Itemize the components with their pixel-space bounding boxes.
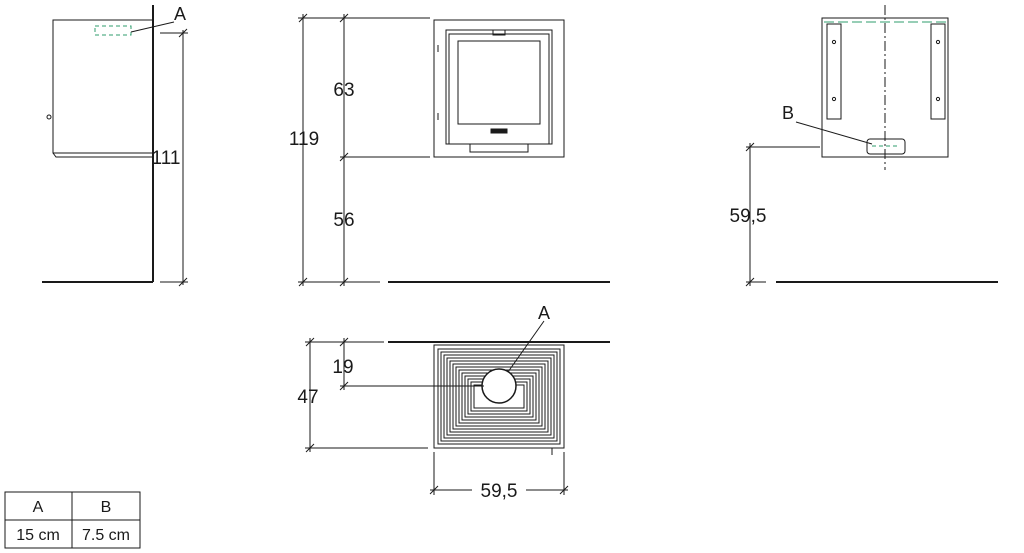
top-view-dim-width: 59,5 [481,481,518,502]
side-view [42,5,188,287]
rear-view-bracket-left [826,23,842,120]
front-view-dim-upper: 63 [333,80,354,101]
side-view-dim-tick [178,28,188,38]
front-view-dim-tick [339,13,349,23]
top-view-dim-tick [305,443,315,453]
front-view-outer [433,19,565,158]
top-view-dim-tick [559,485,569,495]
rear-view-leader-b [795,121,873,145]
top-view-dim-offset: 19 [332,357,353,378]
legend-value-a: 15 cm [16,527,60,544]
rear-view-screw [831,96,837,102]
top-view-concentric-pattern [437,348,561,445]
side-view-base [52,152,152,158]
top-view-dim-tick [339,337,349,347]
side-view-leader-a [130,21,175,33]
front-view-frame [445,29,553,145]
side-view-dim-height: 111 [152,148,181,169]
rear-view-screw [935,39,941,45]
top-view [305,320,610,495]
front-view-dim-lower: 56 [333,210,354,231]
top-view-body [433,344,565,449]
front-view [298,13,610,287]
front-view-door [448,33,550,145]
front-view-dim-tick [298,13,308,23]
side-view-label-a: A [174,4,186,24]
side-view-dim-tick [178,277,188,287]
side-view-body [52,19,154,154]
legend-header-a: A [33,499,44,516]
front-view-dim-total: 119 [289,129,319,150]
front-view-dim-tick [298,277,308,287]
rear-view-bracket-right [930,23,946,120]
rear-view-screw [831,39,837,45]
top-view-dim-tick [339,381,349,391]
legend-table [4,491,141,549]
legend-value-b: 7.5 cm [82,527,130,544]
front-view-ashtray [469,143,529,153]
front-view-dim-tick [339,277,349,287]
rear-view-screw [935,96,941,102]
rear-view-dim-tick [745,142,755,152]
front-view-logo [490,128,508,134]
top-view-dim-tick [305,337,315,347]
top-view-dim-depth: 47 [297,387,318,408]
rear-view-label-b: B [782,103,794,123]
rear-view-dim-height: 59,5 [730,206,767,227]
top-view-leader-a [507,320,545,373]
top-view-label-a: A [538,303,550,323]
rear-view [745,5,998,287]
front-view-handle-top [492,29,506,36]
rear-view-dim-tick [745,277,755,287]
front-view-dim-tick [339,152,349,162]
top-view-outlet-a [481,368,517,404]
top-view-dim-tick [429,485,439,495]
side-view-outlet-a [94,25,132,36]
rear-view-outlet-b [866,138,906,155]
front-view-glass [457,40,541,125]
legend-header-b: B [101,499,112,516]
side-view-knob [46,114,52,120]
